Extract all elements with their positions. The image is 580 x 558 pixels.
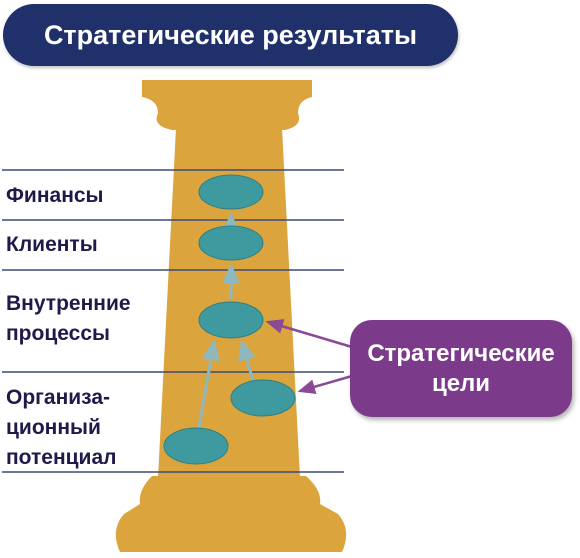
title-text: Стратегические результаты [43, 19, 418, 50]
level-label-customers: Клиенты [6, 233, 98, 256]
objective-org-capacity-lower [163, 427, 229, 465]
level-label-internal-processes: Внутренние процессы [6, 292, 131, 345]
objective-org-capacity-upper [230, 379, 296, 417]
callout-arrows [265, 319, 353, 395]
column-base [115, 476, 347, 552]
connector-arrow [238, 339, 256, 382]
callout-text: Стратегические цели [367, 339, 555, 397]
column-capital [142, 80, 312, 130]
objective-customers [198, 225, 264, 261]
level-label-org-capacity: Организа- ционный потенциал [6, 386, 117, 469]
connector-arrow [196, 339, 220, 433]
callout-arrow [265, 319, 353, 349]
objective-finance [198, 174, 264, 210]
strategic-goals-callout: Стратегические цели [350, 320, 572, 417]
objective-internal-processes [198, 301, 264, 339]
level-dividers [2, 169, 344, 473]
objective-connectors [196, 212, 256, 433]
callout-arrow [297, 374, 353, 395]
level-label-finance: Финансы [6, 184, 104, 207]
title-banner: Стратегические результаты [3, 4, 458, 66]
strategic-objectives [163, 174, 296, 465]
